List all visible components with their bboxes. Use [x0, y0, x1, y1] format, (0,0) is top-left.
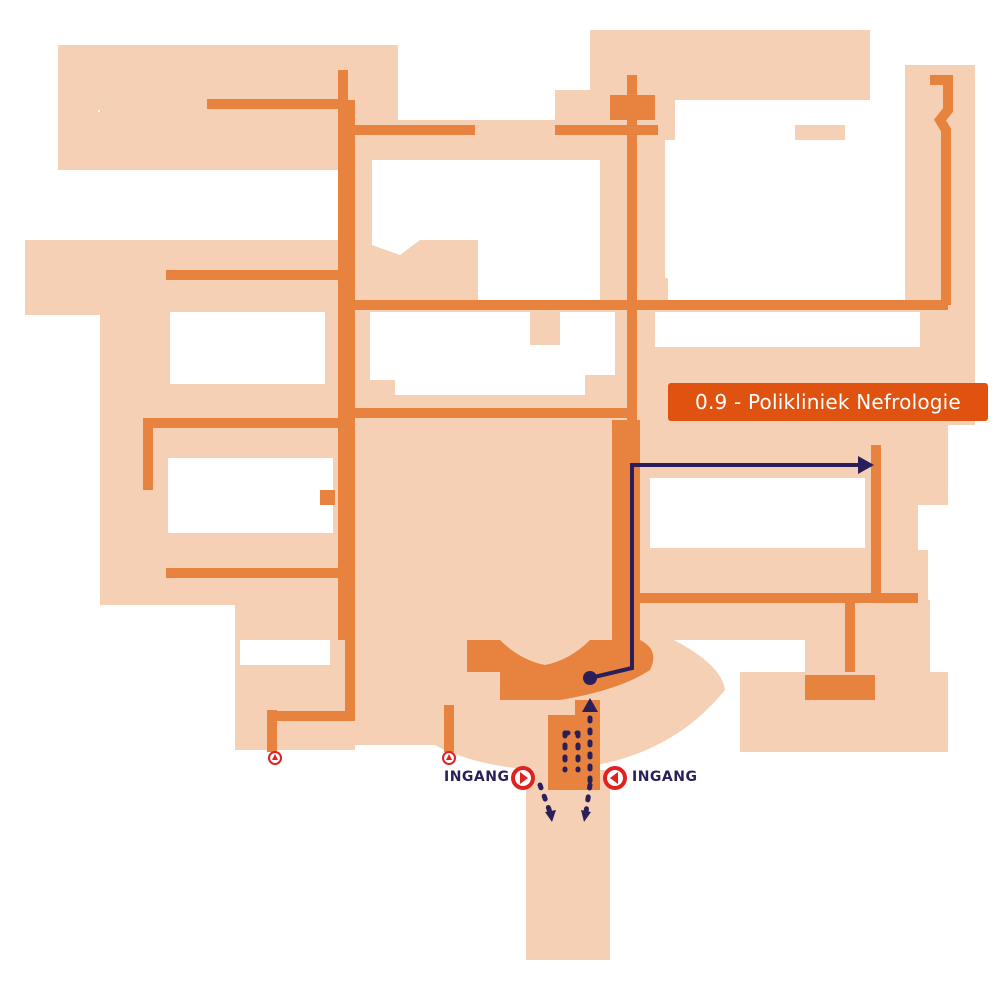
entrance-walk-paths	[537, 715, 593, 815]
entrance-left-label: INGANG	[444, 769, 510, 785]
route-path	[583, 456, 874, 685]
entrance-right-marker	[603, 766, 627, 790]
entrance-left-marker	[511, 766, 535, 790]
route-arrowheads	[545, 698, 598, 822]
courtyards	[98, 110, 920, 665]
emergency-exit-markers	[268, 751, 456, 765]
corridors	[143, 70, 953, 752]
corridor-blocks	[320, 95, 875, 790]
destination-label: 0.9 - Polikliniek Nefrologie	[668, 383, 988, 421]
entrance-right-label: INGANG	[632, 769, 698, 785]
